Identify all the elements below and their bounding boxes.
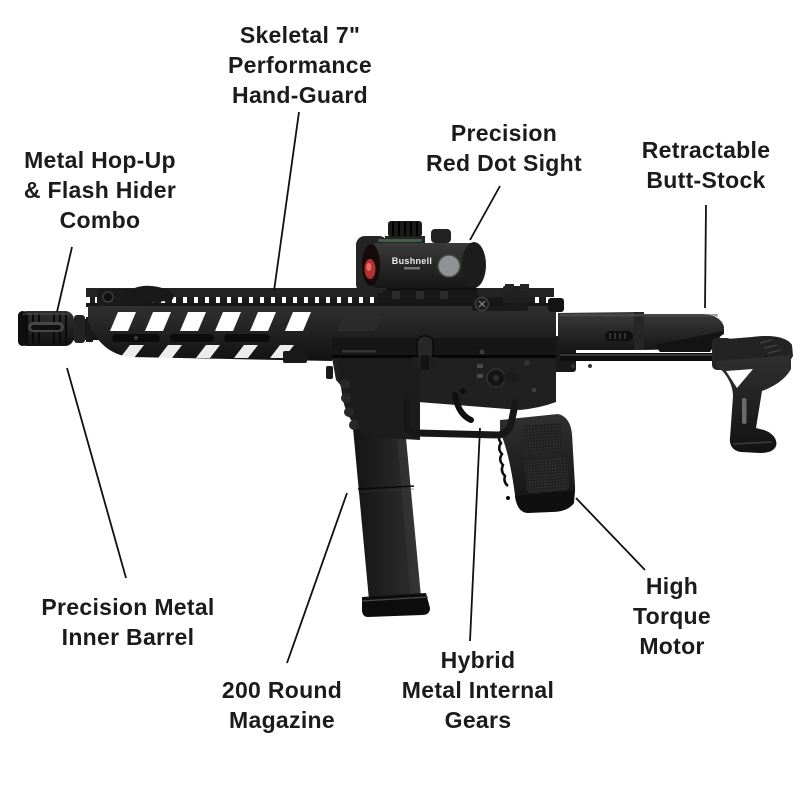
butt-stock [548, 312, 793, 453]
label-inner-barrel: Precision Metal Inner Barrel [41, 594, 215, 650]
callout-lines [56, 111, 707, 664]
callout-line-motor [575, 497, 646, 571]
trigger-guard [403, 398, 520, 439]
top-rail [86, 288, 554, 307]
callout-line-gears [469, 427, 481, 642]
label-butt-stock: Retractable Butt-Stock [641, 137, 771, 193]
flash-hider [18, 311, 102, 346]
callout-line-hop-up [56, 246, 73, 313]
label-hand-guard: Skeletal 7" Performance Hand-Guard [228, 22, 372, 108]
callout-line-magazine [286, 492, 348, 664]
label-red-dot: Precision Red Dot Sight [426, 120, 582, 176]
trigger [452, 392, 474, 423]
red-dot-sight: Bushnell [356, 221, 486, 303]
label-magazine: 200 Round Magazine [221, 677, 343, 733]
pistol-grip [497, 414, 576, 513]
callout-line-hand-guard [273, 111, 300, 292]
magazine [353, 428, 430, 617]
label-hop-up: Metal Hop-Up & Flash Hider Combo [23, 147, 177, 233]
label-motor: High Torque Motor [632, 573, 712, 659]
label-gears: Hybrid Metal Internal Gears [401, 647, 555, 733]
sight-battery-cap [438, 255, 460, 277]
callout-line-inner-barrel [66, 367, 127, 579]
callout-line-butt-stock [704, 204, 707, 309]
sight-brand-text: Bushnell [392, 256, 432, 266]
handguard [88, 306, 332, 363]
upper-receiver [332, 298, 564, 360]
rear-sight [472, 284, 529, 312]
callout-line-red-dot [469, 185, 501, 241]
front-sight [97, 285, 174, 307]
lower-receiver [326, 335, 556, 440]
